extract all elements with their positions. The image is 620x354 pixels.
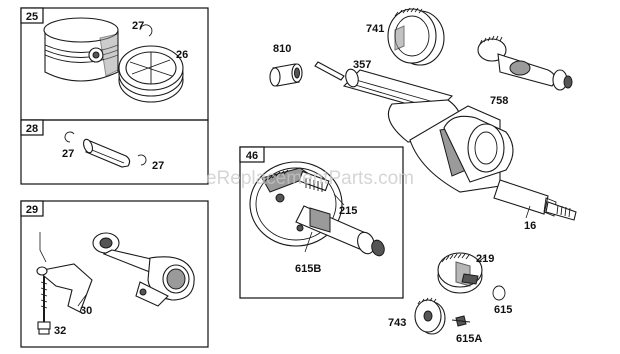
box-number: 28 [26,123,38,135]
pin-clip-left [64,131,75,143]
label-357: 357 [353,59,371,71]
box-number: 46 [246,150,258,162]
label-215: 215 [339,205,357,217]
label-219: 219 [476,253,494,265]
label-615a: 615A [456,333,482,345]
crankshaft-16: 16 [342,68,577,232]
piston-pin-clip [139,24,153,37]
washer-615a: 615A [451,315,482,345]
label-743: 743 [388,317,406,329]
washer-615: 615 [492,285,512,316]
balancer-shaft [295,170,385,257]
piston-pin [82,138,131,168]
piston-rings [118,45,184,103]
label-27: 27 [152,160,164,172]
gear-741: 741 [366,7,445,66]
box-25: 25 27 26 [20,7,209,121]
box-number: 25 [26,11,38,23]
watermark-text: eReplacementParts.com [206,168,414,189]
label-26: 26 [176,49,188,61]
label-16: 16 [524,220,536,232]
oil-dipper [36,232,93,313]
gear-743: 743 [388,297,446,335]
governor-219: 219 [437,252,494,294]
pin-clip-right [137,154,147,166]
box-29: 29 30 32 [20,200,209,348]
label-615b: 615B [295,263,321,275]
rod-bolt [37,276,51,335]
label-32: 32 [54,325,66,337]
key-357: 357 [314,59,371,81]
camshaft-758: 758 [477,35,573,107]
label-810: 810 [273,43,291,55]
label-758: 758 [490,95,508,107]
box-28: 28 27 27 [20,119,209,185]
label-741: 741 [366,23,384,35]
connecting-rod [92,232,195,307]
box-number: 29 [26,204,38,216]
box-46: 46 215 615B [239,146,404,299]
label-30: 30 [80,305,92,317]
label-27: 27 [132,20,144,32]
label-27: 27 [62,148,74,160]
bushing-810: 810 [269,43,303,87]
piston [43,17,119,82]
label-615: 615 [494,304,512,316]
